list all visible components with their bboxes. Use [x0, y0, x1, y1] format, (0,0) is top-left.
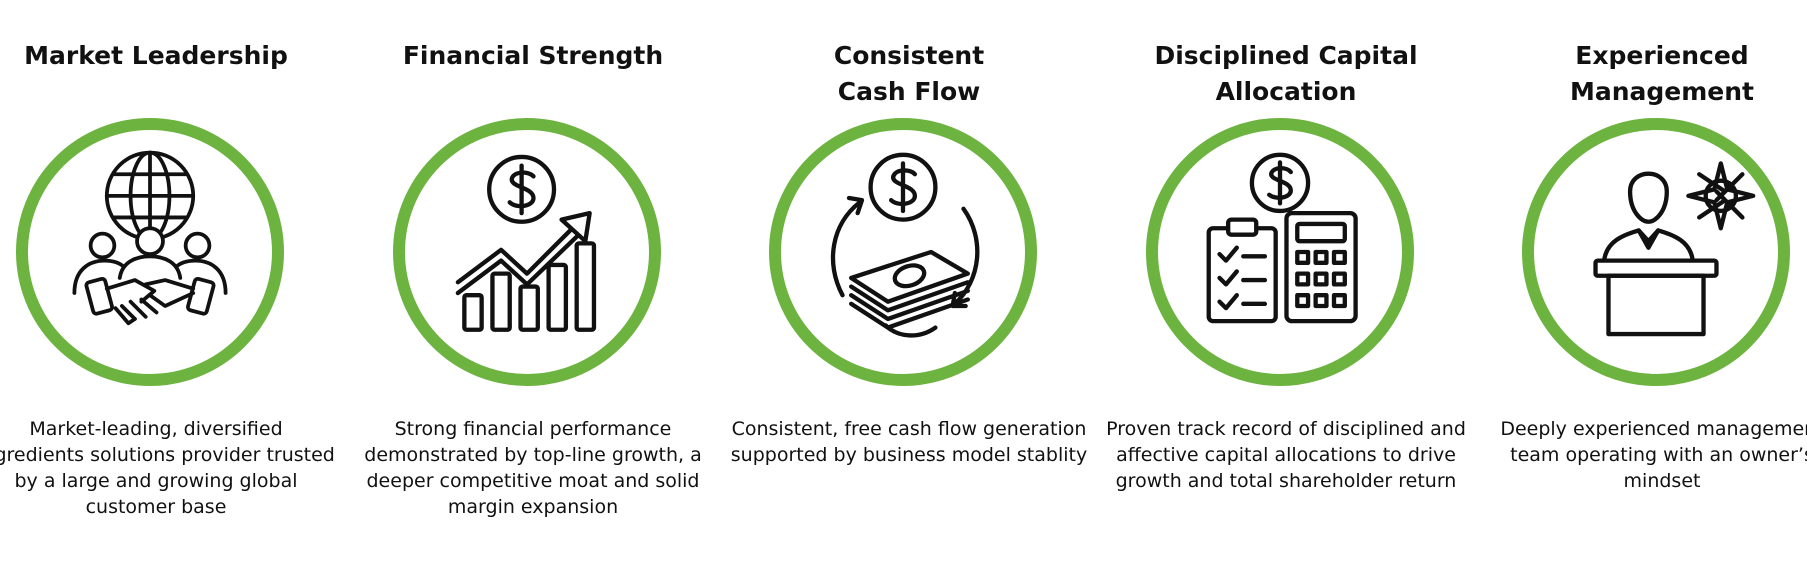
pillar-title: Disciplined Capital Allocation — [1154, 41, 1418, 106]
pillar-description: Strong financial performance demonstrate… — [364, 418, 702, 518]
pillar-financial-strength: Financial Strength Strong financial perf… — [353, 0, 713, 574]
pillar-consistent-cash-flow: Consistent Cash Flow Consist — [729, 0, 1089, 574]
pillar-description: Consistent, free cash flow generation su… — [730, 418, 1088, 466]
icon-ring — [1522, 118, 1790, 386]
growth-chart-icon — [455, 154, 597, 332]
calculator-checklist-icon — [1206, 152, 1358, 324]
pillar-experienced-management: Experienced Management Deeply experience… — [1482, 0, 1807, 574]
cash-cycle-icon — [830, 152, 980, 338]
pillar-market-leadership: Market Leadership — [0, 0, 336, 574]
icon-ring — [1146, 118, 1414, 386]
icon-ring — [393, 118, 661, 386]
pillar-title: Experienced Management — [1569, 41, 1755, 106]
pillar-description: Deeply experienced management team opera… — [1500, 418, 1807, 492]
leader-compass-icon — [1593, 161, 1756, 337]
pillar-title: Market Leadership — [24, 41, 288, 70]
pillar-title: Financial Strength — [402, 41, 664, 70]
pillar-title: Consistent Cash Flow — [833, 41, 985, 106]
pillar-disciplined-capital-allocation: Disciplined Capital Allocation — [1106, 0, 1466, 574]
pillar-description: Proven track record of disciplined and a… — [1106, 418, 1466, 492]
pillar-description: Market-leading, diversified ingredients … — [0, 418, 335, 518]
globe-handshake-icon — [72, 150, 228, 326]
icon-ring — [16, 118, 284, 386]
icon-ring — [769, 118, 1037, 386]
